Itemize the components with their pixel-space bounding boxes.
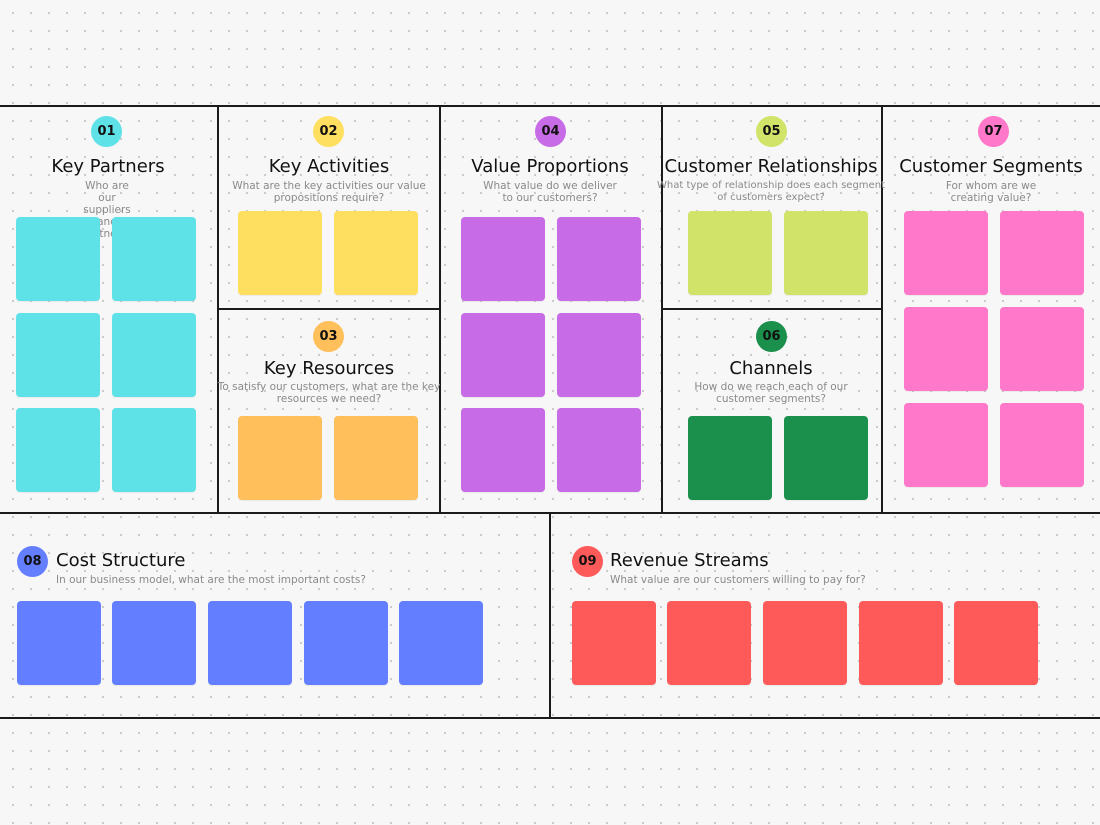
customer-relationships-subtitle: What type of relationship does each segm…	[657, 180, 885, 203]
sticky-note[interactable]	[557, 313, 641, 397]
value-proportions-title: Value Proportions	[471, 156, 629, 177]
revenue-streams-title: Revenue Streams	[610, 550, 769, 571]
sticky-note[interactable]	[461, 313, 545, 397]
channels-badge: 06	[756, 321, 787, 352]
sticky-note[interactable]	[1000, 211, 1084, 295]
cost-structure-subtitle: In our business model, what are the most…	[56, 574, 366, 586]
sticky-note[interactable]	[557, 217, 641, 301]
sticky-note[interactable]	[112, 408, 196, 492]
sticky-note[interactable]	[904, 211, 988, 295]
sticky-note[interactable]	[208, 601, 292, 685]
sticky-note[interactable]	[688, 211, 772, 295]
key-partners-title: Key Partners	[51, 156, 165, 177]
cost-structure-badge: 08	[17, 546, 48, 577]
key-activities-title: Key Activities	[268, 156, 390, 177]
divider-h-activities	[217, 308, 441, 310]
sticky-note[interactable]	[399, 601, 483, 685]
value-proportions-badge: 04	[535, 116, 566, 147]
sticky-note[interactable]	[112, 601, 196, 685]
revenue-streams-subtitle: What value are our customers willing to …	[610, 574, 866, 586]
sticky-note[interactable]	[16, 408, 100, 492]
sticky-note[interactable]	[16, 217, 100, 301]
sticky-note[interactable]	[1000, 307, 1084, 391]
sticky-note[interactable]	[954, 601, 1038, 685]
revenue-streams-badge: 09	[572, 546, 603, 577]
sticky-note[interactable]	[859, 601, 943, 685]
sticky-note[interactable]	[572, 601, 656, 685]
key-resources-title: Key Resources	[263, 358, 395, 379]
divider-h-relationships	[661, 308, 883, 310]
sticky-note[interactable]	[334, 211, 418, 295]
key-activities-badge: 02	[313, 116, 344, 147]
divider-v-bottom	[549, 512, 551, 719]
sticky-note[interactable]	[904, 403, 988, 487]
sticky-note[interactable]	[461, 217, 545, 301]
sticky-note[interactable]	[1000, 403, 1084, 487]
sticky-note[interactable]	[557, 408, 641, 492]
sticky-note[interactable]	[304, 601, 388, 685]
sticky-note[interactable]	[112, 313, 196, 397]
sticky-note[interactable]	[238, 416, 322, 500]
key-resources-badge: 03	[313, 321, 344, 352]
sticky-note[interactable]	[238, 211, 322, 295]
sticky-note[interactable]	[17, 601, 101, 685]
customer-relationships-title: Customer Relationships	[664, 156, 878, 177]
key-partners-badge: 01	[91, 116, 122, 147]
sticky-note[interactable]	[334, 416, 418, 500]
cost-structure-title: Cost Structure	[56, 550, 186, 571]
customer-relationships-badge: 05	[756, 116, 787, 147]
sticky-note[interactable]	[904, 307, 988, 391]
sticky-note[interactable]	[112, 217, 196, 301]
canvas-top-border	[0, 105, 1100, 107]
customer-segments-title: Customer Segments	[899, 156, 1083, 177]
key-resources-subtitle: To satisfy our customers, what are the k…	[217, 381, 441, 405]
sticky-note[interactable]	[16, 313, 100, 397]
sticky-note[interactable]	[667, 601, 751, 685]
sticky-note[interactable]	[784, 416, 868, 500]
channels-title: Channels	[729, 358, 813, 379]
sticky-note[interactable]	[461, 408, 545, 492]
customer-segments-badge: 07	[978, 116, 1009, 147]
sticky-note[interactable]	[784, 211, 868, 295]
sticky-note[interactable]	[763, 601, 847, 685]
sticky-note[interactable]	[688, 416, 772, 500]
